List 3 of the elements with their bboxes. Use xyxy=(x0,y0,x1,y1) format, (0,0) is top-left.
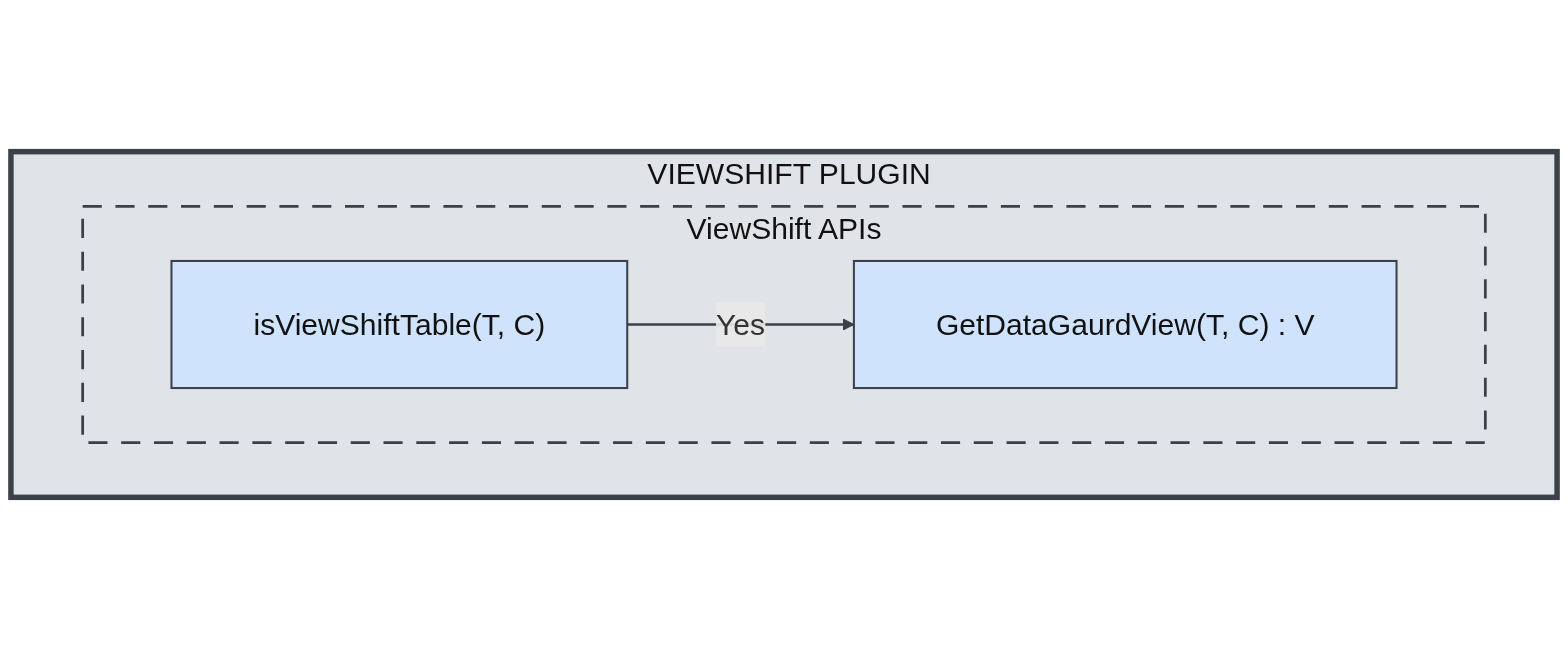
node-box: GetDataGaurdView(T, C) : V xyxy=(852,259,1398,390)
edge-label: Yes xyxy=(716,307,766,342)
node-box: isViewShiftTable(T, C) xyxy=(170,259,629,390)
